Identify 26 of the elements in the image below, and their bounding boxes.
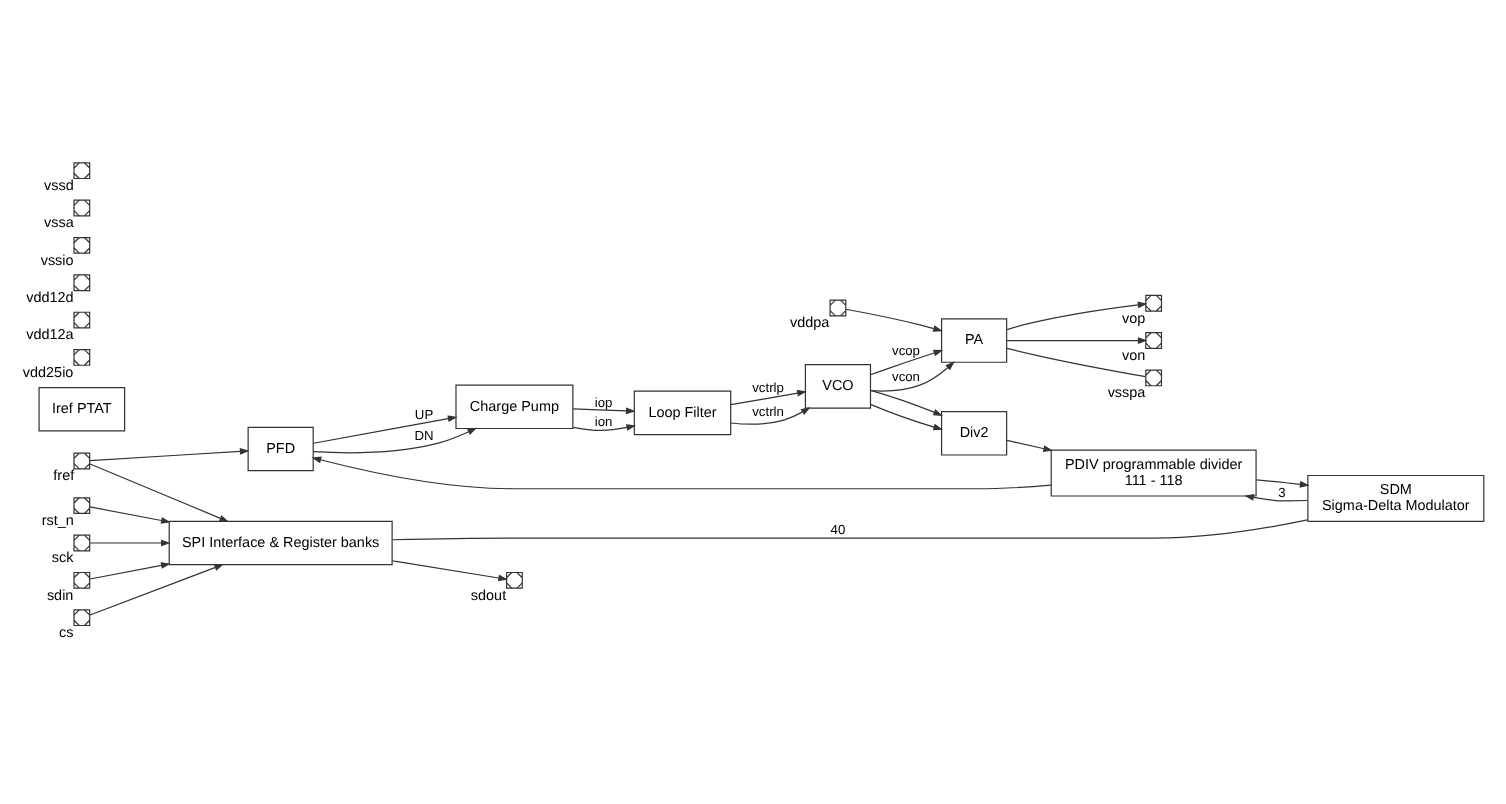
arrow <box>89 539 171 547</box>
arrow <box>870 361 955 392</box>
arrow <box>730 389 807 406</box>
arrow <box>845 308 943 332</box>
arrow <box>572 424 637 431</box>
connector <box>391 519 1309 541</box>
arrow <box>1006 337 1148 344</box>
arrow <box>869 349 944 376</box>
arrow <box>391 560 508 582</box>
arrow <box>869 403 943 431</box>
arrow <box>1244 494 1309 502</box>
arrow <box>1255 479 1310 488</box>
arrow <box>89 562 171 580</box>
arrow <box>869 389 943 416</box>
arrow <box>312 427 478 454</box>
arrow <box>1006 301 1148 331</box>
arrow <box>89 506 171 524</box>
arrow <box>312 415 458 444</box>
connector <box>1006 347 1147 378</box>
arrow <box>89 448 250 462</box>
arrow <box>311 456 1052 490</box>
arrow <box>1006 439 1053 452</box>
arrow <box>89 463 230 522</box>
arrow <box>89 564 224 616</box>
arrow <box>572 407 636 415</box>
arrow <box>730 407 811 425</box>
